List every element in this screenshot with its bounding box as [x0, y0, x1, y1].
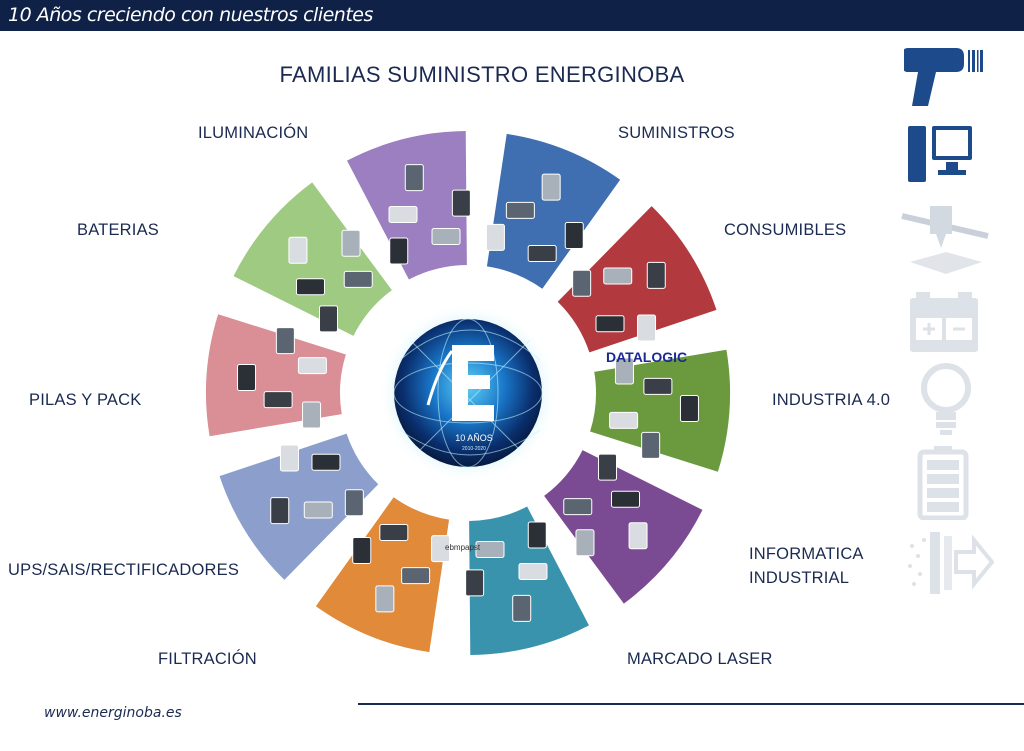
- segment-1: [486, 133, 621, 289]
- datalogic-brand: DATALOGIC: [606, 349, 687, 365]
- product-7-3: [311, 453, 341, 471]
- product-3-2: [679, 394, 699, 422]
- product-2-0: [572, 269, 592, 297]
- product-4-3: [563, 498, 593, 516]
- lightbulb-icon: [921, 363, 971, 435]
- product-2-1: [603, 267, 633, 285]
- computer-icon: [908, 126, 972, 182]
- product-1-2: [541, 173, 561, 201]
- product-8-4: [275, 327, 295, 355]
- barcode-scanner-icon: [904, 48, 983, 106]
- product-0-0: [389, 237, 409, 265]
- header-bar: 10 Años creciendo con nuestros clientes: [0, 0, 1024, 31]
- product-1-3: [527, 244, 557, 262]
- label-pilas: PILAS Y PACK: [29, 391, 142, 409]
- product-6-3: [379, 524, 409, 542]
- product-7-4: [279, 444, 299, 472]
- segment-9: [233, 182, 392, 336]
- product-0-3: [431, 228, 461, 246]
- label-iluminacion: ILUMINACIÓN: [198, 124, 309, 142]
- energinoba-e-logo: [426, 345, 494, 421]
- globe-years-text: 10 AÑOS: [455, 433, 493, 443]
- label-industria: INDUSTRIA 4.0: [772, 391, 891, 409]
- product-0-4: [451, 189, 471, 217]
- label-filtracion: FILTRACIÓN: [158, 650, 257, 668]
- product-8-0: [302, 401, 322, 429]
- product-2-4: [637, 314, 657, 342]
- segment-6: [315, 497, 450, 653]
- label-marcado-laser: MARCADO LASER: [627, 650, 773, 668]
- product-3-1: [643, 377, 673, 395]
- product-6-0: [431, 535, 451, 563]
- air-filter-icon: [908, 532, 994, 594]
- product-0-1: [388, 205, 418, 223]
- product-3-4: [641, 431, 661, 459]
- product-9-4: [341, 229, 361, 257]
- label-baterias: BATERIAS: [77, 221, 159, 239]
- product-9-1: [295, 278, 325, 296]
- product-3-3: [609, 411, 639, 429]
- product-6-4: [352, 537, 372, 565]
- product-9-0: [318, 305, 338, 333]
- header-tagline: 10 Años creciendo con nuestros clientes: [8, 4, 373, 26]
- product-1-0: [485, 223, 505, 251]
- product-1-1: [505, 201, 535, 219]
- product-9-2: [288, 236, 308, 264]
- label-suministros: SUMINISTROS: [618, 124, 735, 142]
- product-5-2: [512, 594, 532, 622]
- product-4-0: [598, 453, 618, 481]
- label-industrial: INDUSTRIAL: [749, 569, 850, 587]
- product-5-1: [518, 563, 548, 581]
- product-9-3: [343, 270, 373, 288]
- label-consumibles: CONSUMIBLES: [724, 221, 847, 239]
- product-1-4: [564, 221, 584, 249]
- battery-icon: [910, 292, 978, 352]
- product-7-2: [270, 497, 290, 525]
- product-2-3: [595, 315, 625, 333]
- product-8-2: [237, 364, 257, 392]
- footer-divider: [358, 703, 1024, 705]
- product-5-4: [465, 569, 485, 597]
- product-5-3: [475, 540, 505, 558]
- segment-4: [544, 450, 703, 604]
- label-informatica: INFORMATICA: [749, 545, 864, 563]
- website-link[interactable]: www.energinoba.es: [44, 705, 182, 721]
- globe-years-range: 2010-2020: [462, 446, 486, 452]
- product-8-3: [297, 357, 327, 375]
- product-4-4: [575, 529, 595, 557]
- product-illustrations: [237, 164, 699, 622]
- product-5-0: [527, 521, 547, 549]
- product-6-1: [401, 567, 431, 585]
- product-8-1: [263, 391, 293, 409]
- product-2-2: [646, 261, 666, 289]
- product-4-1: [611, 490, 641, 508]
- product-6-2: [375, 585, 395, 613]
- product-0-2: [404, 164, 424, 192]
- page-title: FAMILIAS SUMINISTRO ENERGINOBA: [279, 62, 685, 87]
- label-ups: UPS/SAIS/RECTIFICADORES: [8, 561, 240, 579]
- product-7-0: [344, 489, 364, 517]
- product-7-1: [303, 501, 333, 519]
- battery-cell-icon: [917, 446, 969, 520]
- laser-engraver-icon: [901, 206, 989, 274]
- product-3-0: [614, 357, 634, 385]
- product-4-2: [628, 522, 648, 550]
- ebmpapst-brand: ebmpapst: [445, 543, 481, 552]
